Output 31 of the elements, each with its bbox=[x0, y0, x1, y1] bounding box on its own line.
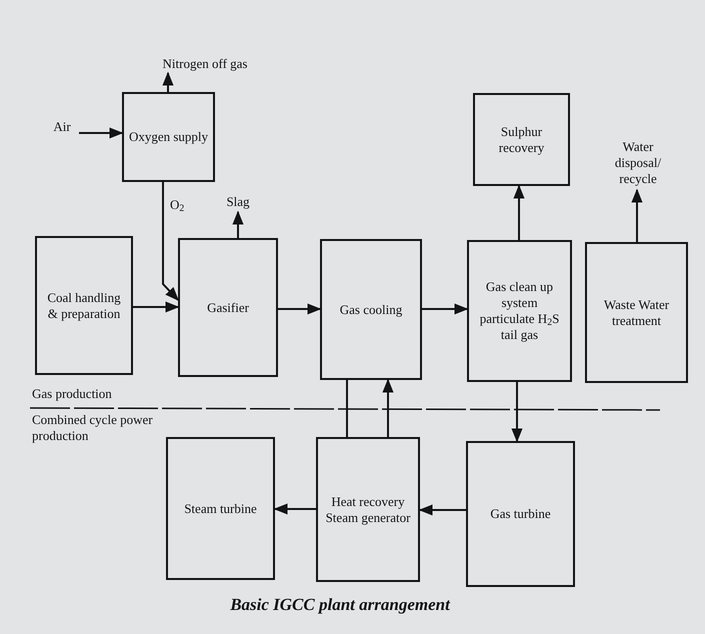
arrow bbox=[511, 382, 523, 442]
stream-label: Air bbox=[45, 119, 79, 135]
arrow bbox=[278, 303, 322, 315]
process-box: Gas clean up system particulate H$_{2}$S tail gas bbox=[467, 240, 572, 382]
zone-label: Gas production bbox=[32, 386, 113, 402]
stream-label: Slag bbox=[220, 192, 256, 212]
process-box: Gasifier bbox=[178, 238, 278, 377]
arrow bbox=[162, 182, 179, 302]
process-box: Oxygen supply bbox=[122, 92, 215, 182]
arrow bbox=[631, 188, 643, 242]
arrow bbox=[513, 184, 525, 240]
zone-label: Combined cycle power production bbox=[32, 412, 154, 444]
arrow bbox=[274, 503, 316, 515]
process-box: Coal handling & preparation bbox=[35, 236, 133, 375]
arrow bbox=[162, 72, 174, 92]
arrow bbox=[382, 378, 394, 437]
caption: Basic IGCC plant arrangement bbox=[229, 594, 452, 616]
process-box: Gas turbine bbox=[466, 441, 575, 587]
arrow bbox=[133, 301, 180, 313]
arrow bbox=[422, 303, 468, 315]
arrow bbox=[232, 210, 244, 238]
arrow bbox=[79, 127, 124, 139]
arrow bbox=[418, 504, 466, 516]
edge-label: O$_{2}$ bbox=[170, 198, 184, 211]
stream-label: Nitrogen off gas bbox=[140, 55, 270, 73]
process-box: Steam turbine bbox=[166, 437, 275, 580]
stream-label: Water disposal/ recycle bbox=[598, 136, 678, 190]
process-box: Heat recovery Steam generator bbox=[316, 437, 420, 582]
process-box: Gas cooling bbox=[320, 239, 422, 380]
process-box: Sulphur recovery bbox=[473, 93, 570, 186]
process-box: Waste Water treatment bbox=[585, 242, 688, 383]
